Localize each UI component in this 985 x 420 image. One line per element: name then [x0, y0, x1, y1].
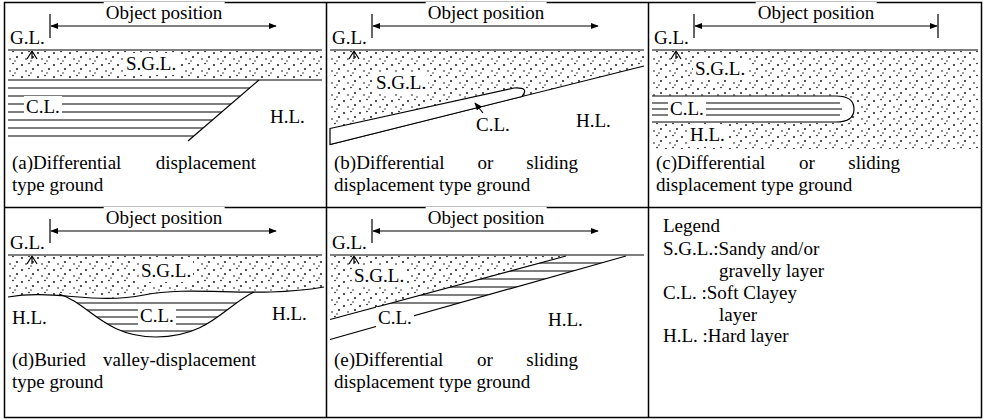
text-slot: Object position [104, 2, 225, 24]
text-slot: S.G.L. [124, 53, 178, 75]
layer-label: H.L. [548, 309, 583, 331]
text-slot: C.L. [476, 114, 510, 136]
legend-entry: S.G.L.:Sandy and/or gravelly layer [663, 238, 833, 282]
panel-caption: (a)Differential displacement type ground [12, 152, 256, 196]
text-slot: (d)Buried valley-displacement type groun… [12, 349, 256, 393]
text-slot: G.L. [332, 232, 367, 254]
table-grid [5, 3, 982, 418]
panel-caption: (d)Buried valley-displacement type groun… [12, 349, 256, 393]
layer-label: S.G.L. [139, 260, 193, 282]
layer-label: G.L. [10, 232, 45, 254]
layer-label: C.L. [24, 96, 62, 118]
ground-section-panel: G.L. Object positionS.G.L. H.L. C.L. H.L. (d)… [4, 207, 326, 418]
text-slot: H.L. [12, 307, 47, 329]
text-slot: Object position [104, 207, 225, 229]
layer-label: S.G.L. [693, 58, 747, 80]
panel-c-drawing [652, 14, 978, 149]
layer-label: C.L. [376, 307, 414, 329]
text-slot: H.L. [272, 303, 307, 325]
panel-caption: (e)Differential or sliding displacement … [334, 349, 578, 393]
layer-label: S.G.L. [124, 53, 178, 75]
ground-section-panel: G.L. Object positionS.G.L. C.L. H.L. (a)Diff… [4, 2, 326, 207]
layer-label: H.L. [688, 124, 727, 146]
panel-d-drawing [8, 219, 324, 347]
dimension-label: Object position [104, 2, 225, 24]
layer-label: H.L. [576, 110, 611, 132]
text-slot: Object position [756, 2, 877, 24]
panel-caption: (b)Differential or sliding displacement … [334, 152, 578, 196]
ground-section-panel: G.L. Object positionS.G.L. C.L. H.L. (e)Diff… [326, 207, 648, 418]
text-slot: H.L. [576, 110, 611, 132]
layer-label: G.L. [332, 232, 367, 254]
layer-label: G.L. [654, 27, 689, 49]
layer-label: C.L. [138, 305, 176, 327]
dimension-label: Object position [756, 2, 877, 24]
panel-b-drawing [330, 14, 644, 145]
text-slot: C.L. [668, 98, 706, 120]
text-slot: (e)Differential or sliding displacement … [334, 349, 578, 393]
layer-label: S.G.L. [374, 72, 428, 94]
legend-entry: H.L. :Hard layer [663, 325, 833, 347]
text-slot: (a)Differential displacement type ground [12, 152, 256, 196]
panel-caption: (c)Differential or sliding displacement … [656, 152, 900, 196]
layer-label: H.L. [12, 307, 47, 329]
text-slot: H.L. [548, 309, 583, 331]
text-slot: H.L. [270, 106, 305, 128]
text-slot: G.L. [332, 27, 367, 49]
layer-label: H.L. [272, 303, 307, 325]
text-slot: S.G.L. [374, 72, 428, 94]
text-slot: (c)Differential or sliding displacement … [656, 152, 900, 196]
text-slot: Object position [426, 207, 547, 229]
layer-label: G.L. [10, 27, 45, 49]
text-slot: Object position [426, 2, 547, 24]
dimension-label: Object position [104, 207, 225, 229]
legend-box: LegendS.G.L.:Sandy and/or gravelly layer… [648, 207, 982, 418]
panel-e-drawing [330, 219, 644, 340]
panel-a-drawing [8, 14, 322, 141]
layer-label: G.L. [332, 27, 367, 49]
legend-list: S.G.L.:Sandy and/or gravelly layerC.L. :… [663, 238, 833, 347]
layer-label: C.L. [476, 114, 510, 136]
text-slot: H.L. [688, 124, 727, 146]
ground-section-panel: G.L. Object positionS.G.L. C.L. H.L. (b)Diff… [326, 2, 648, 207]
legend-entry: C.L. :Soft Clayey layer [663, 282, 833, 326]
text-slot: S.G.L. [352, 265, 406, 287]
layer-label: H.L. [270, 106, 305, 128]
layer-label: C.L. [668, 98, 706, 120]
text-slot: G.L. [10, 232, 45, 254]
text-slot: S.G.L. [139, 260, 193, 282]
text-slot: C.L. [376, 307, 414, 329]
text-slot: (b)Differential or sliding displacement … [334, 152, 578, 196]
text-slot: G.L. [10, 27, 45, 49]
legend-title: Legend [663, 215, 720, 237]
text-slot: Legend [663, 215, 720, 237]
ground-section-panel: G.L. Object positionS.G.L. C.L. H.L. (c)Diff… [648, 2, 982, 207]
text-slot: C.L. [24, 96, 62, 118]
text-slot: G.L. [654, 27, 689, 49]
text-slot: S.G.L. [693, 58, 747, 80]
text-slot: C.L. [138, 305, 176, 327]
dimension-label: Object position [426, 2, 547, 24]
dimension-label: Object position [426, 207, 547, 229]
layer-label: S.G.L. [352, 265, 406, 287]
